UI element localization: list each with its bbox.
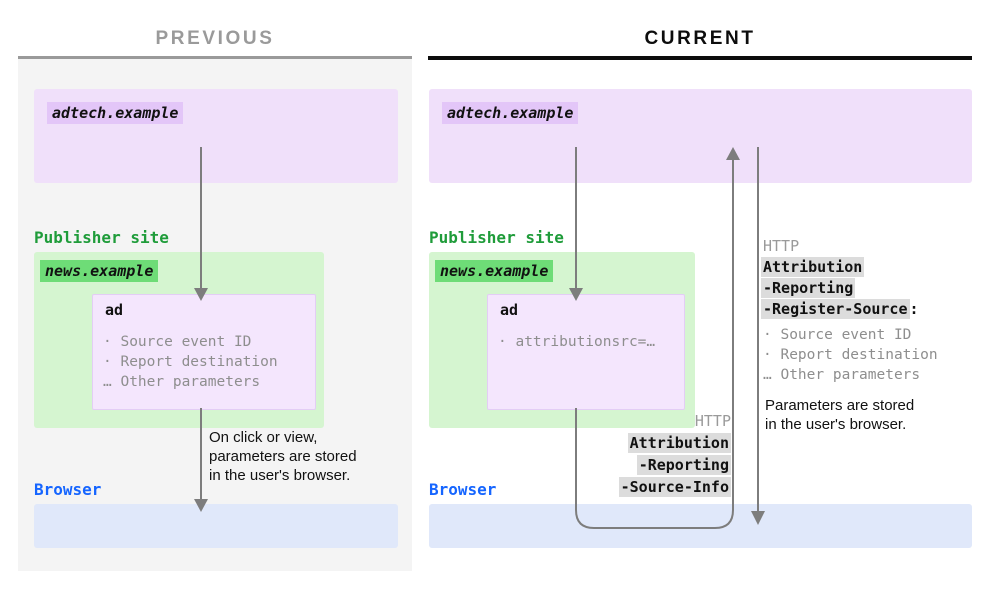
panel-title-current: CURRENT	[644, 28, 756, 49]
current-request-header-line-2-text: -Reporting	[636, 455, 731, 475]
panel-title-previous: PREVIOUS	[155, 28, 275, 49]
current-request-header-line-1-text: Attribution	[627, 433, 731, 453]
current-arrow-request-uturn	[575, 147, 740, 529]
current-ad-parameters: · attributionsrc=…	[498, 334, 656, 350]
previous-ad-box	[92, 294, 316, 410]
previous-adtech-tag: adtech.example	[47, 102, 184, 124]
previous-ad-title: ad	[105, 301, 124, 319]
current-ad-box	[487, 294, 685, 410]
previous-browser-region	[34, 504, 398, 548]
current-ad-title: ad	[500, 301, 519, 319]
previous-publisher-label: Publisher site	[34, 228, 169, 247]
current-response-header-line-3-text: -Register-Source	[761, 299, 910, 319]
current-request-header-line-2: -Reporting	[531, 455, 731, 475]
previous-news-tag: news.example	[40, 260, 159, 282]
current-request-http-label: HTTP	[694, 412, 731, 430]
current-response-http-label: HTTP	[763, 237, 800, 255]
current-browser-label: Browser	[429, 480, 497, 499]
previous-browser-label: Browser	[34, 480, 102, 499]
current-publisher-label: Publisher site	[429, 228, 564, 247]
current-request-header-line-3-text: -Source-Info	[618, 477, 731, 497]
current-arrow-response-to-browser	[751, 147, 765, 525]
current-browser-region	[429, 504, 972, 548]
divider-current	[428, 56, 972, 60]
current-request-header-line-3: -Source-Info	[531, 477, 731, 497]
current-response-header-line-3: -Register-Source:	[761, 299, 919, 319]
current-response-header-line-1-text: Attribution	[761, 257, 865, 277]
previous-note: On click or view, parameters are stored …	[209, 429, 357, 484]
divider-previous	[18, 56, 412, 59]
current-response-header-line-2: -Reporting	[761, 278, 856, 298]
previous-arrow-ad-to-browser	[194, 408, 208, 512]
current-note: Parameters are stored in the user's brow…	[765, 397, 915, 433]
current-arrow-adtech-to-ad	[569, 147, 583, 301]
current-request-header-line-1: Attribution	[531, 433, 731, 453]
current-news-tag: news.example	[435, 260, 554, 282]
previous-arrow-adtech-to-ad	[194, 147, 208, 301]
current-response-parameters: · Source event ID · Report destination ……	[763, 327, 938, 383]
current-response-header-line-1: Attribution	[761, 257, 865, 277]
current-adtech-tag: adtech.example	[442, 102, 579, 124]
current-response-header-colon: :	[909, 300, 919, 318]
current-response-header-line-2-text: -Reporting	[761, 278, 856, 298]
previous-ad-parameters: · Source event ID · Report destination ……	[103, 334, 278, 390]
